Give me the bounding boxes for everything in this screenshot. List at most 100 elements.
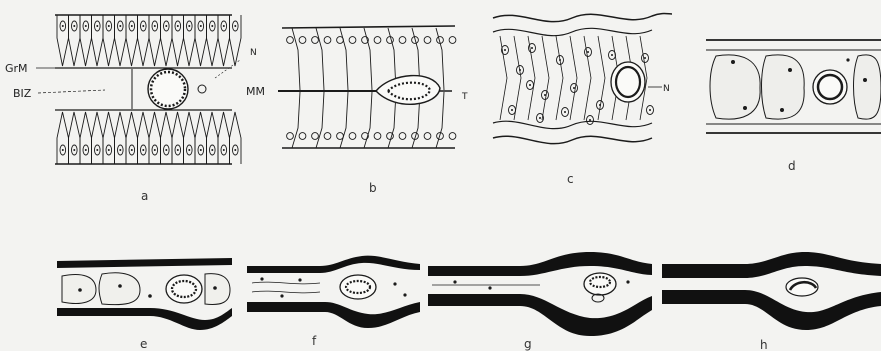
nucleolus: [131, 25, 133, 27]
caption-d: d: [788, 159, 796, 173]
caption-c: c: [567, 172, 574, 186]
caption-h: h: [760, 338, 768, 351]
nucleolus: [142, 25, 144, 27]
cell-outline: [126, 15, 138, 66]
cell-process: [316, 92, 324, 148]
nucleolus: [96, 149, 98, 151]
cell-outline: [138, 15, 150, 66]
caption-a: a: [141, 189, 148, 203]
cell-outline: [57, 112, 69, 164]
label-grm: GrM: [5, 62, 28, 75]
cell-nucleus: [449, 133, 456, 140]
cell-process: [436, 28, 444, 90]
nucleolus: [234, 25, 236, 27]
cell-outline: [207, 112, 219, 164]
cell-process: [292, 92, 300, 148]
cell-outline: [103, 15, 115, 66]
nucleolus: [223, 25, 225, 27]
cell-nucleus: [424, 37, 431, 44]
nucleolus: [587, 51, 589, 53]
nucleolus: [85, 25, 87, 27]
cell-outline: [161, 112, 173, 164]
membrane-bottom-h: [662, 290, 881, 330]
vessel-h: [786, 278, 818, 296]
nucleolus: [154, 149, 156, 151]
cell-nucleus: [287, 37, 294, 44]
cell-outline: [230, 112, 242, 164]
vessel-c: [611, 62, 645, 102]
cell-outline: [149, 15, 161, 66]
nucleolus: [211, 149, 213, 151]
membrane-top-f: [247, 256, 420, 273]
vessel-e: [166, 275, 202, 303]
cell-outline: [195, 112, 207, 164]
cell-nucleus: [312, 133, 319, 140]
nucleolus: [234, 149, 236, 151]
cell-outline: [556, 36, 563, 120]
vessel-d: [813, 70, 847, 104]
nucleolus: [62, 25, 64, 27]
cell-outline: [172, 15, 184, 66]
membrane-bottom-e: [57, 308, 232, 330]
cell-outline: [598, 36, 605, 120]
nucleolus: [177, 149, 179, 151]
nucleolus: [539, 117, 541, 119]
panel-g: g: [428, 252, 652, 351]
cell-nucleus: [312, 37, 319, 44]
cell-outline: [184, 112, 196, 164]
cell-outline: [230, 15, 242, 66]
nucleolus: [200, 149, 202, 151]
cell-outline: [92, 112, 104, 164]
label-mm: MM: [246, 85, 265, 98]
panel-h: h: [662, 252, 881, 351]
nucleolus: [177, 25, 179, 27]
nucleolus: [211, 25, 213, 27]
cell-outline: [57, 15, 69, 66]
nucleolus: [119, 25, 121, 27]
caption-g: g: [524, 337, 532, 351]
cell-outline: [80, 112, 92, 164]
cell-nucleus: [349, 37, 356, 44]
membrane-top-g: [428, 252, 652, 276]
membrane-bottom-g: [428, 294, 652, 336]
cell-outline: [195, 15, 207, 66]
panel-a: GrM BIZ N a: [5, 15, 257, 203]
cell-nucleus: [324, 133, 331, 140]
cell-outline: [126, 112, 138, 164]
cell-nucleus: [374, 37, 381, 44]
label-n-a: N: [250, 48, 257, 58]
nucleolus: [154, 25, 156, 27]
nucleolus: [131, 149, 133, 151]
vessel-g: [584, 273, 616, 302]
membrane-top-h: [662, 252, 881, 278]
cell-nucleus: [287, 133, 294, 140]
nucleolus: [223, 149, 225, 151]
cell-outline: [115, 15, 127, 66]
cell-nucleus: [374, 133, 381, 140]
membrane-top-e: [57, 258, 232, 268]
cell-outline: [161, 15, 173, 66]
vessel-a: [148, 69, 206, 109]
cell-outline: [149, 112, 161, 164]
nucleolus: [188, 25, 190, 27]
nucleolus: [73, 25, 75, 27]
nucleolus: [96, 25, 98, 27]
cell-outline: [172, 112, 184, 164]
nucleolus: [200, 25, 202, 27]
cell-outline: [115, 112, 127, 164]
panel-f: f: [247, 256, 420, 348]
panel-d: d: [706, 40, 881, 173]
nucleolus: [504, 49, 506, 51]
nucleolus: [564, 111, 566, 113]
cell-outline: [69, 15, 81, 66]
cell-outline: [584, 36, 591, 120]
cell-nucleus: [399, 133, 406, 140]
panel-e: e: [57, 258, 232, 351]
epithelium-bottom-a: [57, 112, 241, 164]
vessel-b: [376, 76, 440, 105]
cell-nucleus: [299, 37, 306, 44]
epithelium-top-a: [57, 15, 241, 66]
membrane-bottom-f: [247, 302, 420, 328]
cell-outline: [218, 112, 230, 164]
